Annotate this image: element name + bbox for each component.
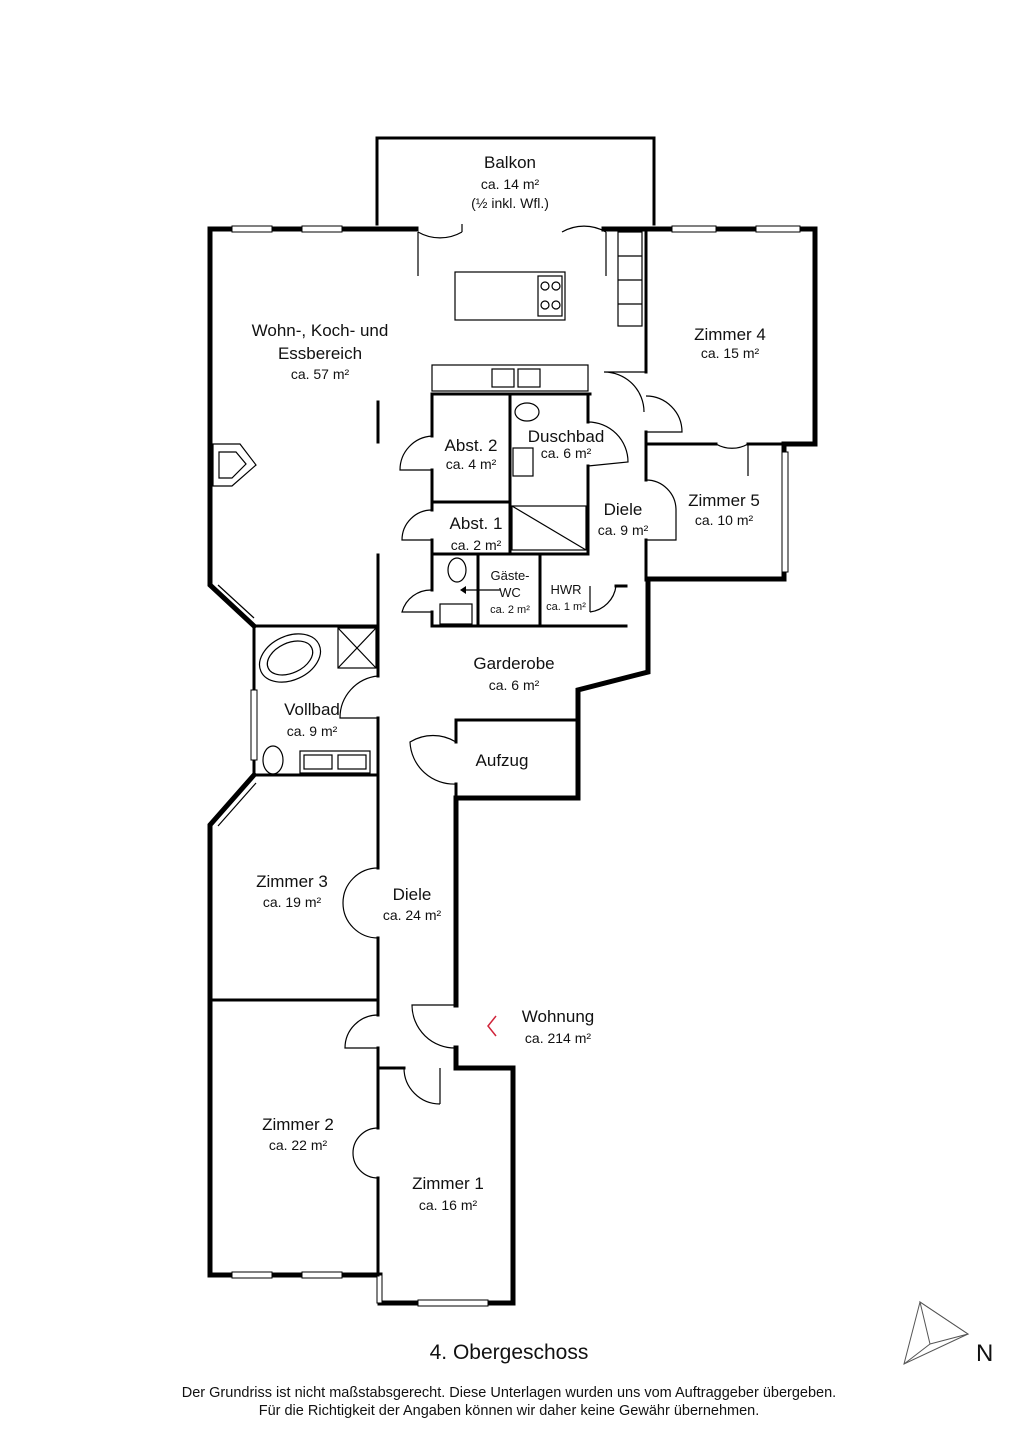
label-balkon-area: ca. 14 m² — [481, 176, 540, 192]
label-hwr-area: ca. 1 m² — [546, 601, 586, 613]
label-zimmer2-area: ca. 22 m² — [269, 1137, 328, 1153]
label-zimmer1-name: Zimmer 1 — [412, 1174, 484, 1193]
label-zimmer3-area: ca. 19 m² — [263, 894, 322, 910]
disclaimer: Der Grundriss ist nicht maßstabsgerecht.… — [0, 1384, 1018, 1420]
label-abst1-area: ca. 2 m² — [451, 537, 502, 553]
label-wohn-name1: Wohn-, Koch- und — [252, 321, 389, 340]
north-label: N — [976, 1340, 994, 1367]
label-hwr-name: HWR — [550, 582, 581, 597]
disclaimer-line-2: Für die Richtigkeit der Angaben können w… — [258, 1403, 760, 1419]
label-zimmer4-name: Zimmer 4 — [694, 325, 766, 344]
label-abst1-name: Abst. 1 — [450, 514, 503, 533]
fixtures — [212, 231, 643, 775]
label-wohnung-area: ca. 214 m² — [525, 1030, 591, 1046]
label-duschbad-name: Duschbad — [528, 427, 605, 446]
balcony — [375, 136, 656, 276]
label-vollbad-area: ca. 9 m² — [287, 723, 338, 739]
label-garderobe-name: Garderobe — [473, 654, 554, 673]
label-duschbad-area: ca. 6 m² — [541, 445, 592, 461]
label-zimmer5-name: Zimmer 5 — [688, 491, 760, 510]
label-zimmer1-area: ca. 16 m² — [419, 1197, 478, 1213]
label-gaeste-wc-name1: Gäste- — [490, 568, 529, 583]
label-balkon-name: Balkon — [484, 153, 536, 172]
doors — [339, 371, 749, 1179]
label-garderobe-area: ca. 6 m² — [489, 677, 540, 693]
label-zimmer3-name: Zimmer 3 — [256, 872, 328, 891]
room-labels: Balkon ca. 14 m² (½ inkl. Wfl.) Wohn-, K… — [252, 153, 766, 1213]
label-diele-small-area: ca. 9 m² — [598, 522, 649, 538]
floor-title: 4. Obergeschoss — [429, 1341, 589, 1364]
entrance-arrow-icon — [487, 1015, 497, 1037]
label-aufzug-name: Aufzug — [476, 751, 529, 770]
label-wohn-name2: Essbereich — [278, 344, 362, 363]
label-zimmer4-area: ca. 15 m² — [701, 345, 760, 361]
label-zimmer2-name: Zimmer 2 — [262, 1115, 334, 1134]
label-diele-large-name: Diele — [393, 885, 432, 904]
disclaimer-line-1: Der Grundriss ist nicht maßstabsgerecht.… — [181, 1385, 837, 1401]
label-wohnung-name: Wohnung — [522, 1007, 594, 1026]
label-zimmer5-area: ca. 10 m² — [695, 512, 754, 528]
label-wohn-area: ca. 57 m² — [291, 366, 350, 382]
windows — [211, 225, 801, 1307]
north-arrow-icon — [903, 1300, 970, 1365]
interior-walls — [208, 227, 786, 1277]
label-abst2-area: ca. 4 m² — [446, 456, 497, 472]
label-balkon-note: (½ inkl. Wfl.) — [471, 195, 549, 211]
label-vollbad-name: Vollbad — [284, 700, 340, 719]
label-gaeste-wc-area: ca. 2 m² — [490, 604, 530, 616]
label-diele-small-name: Diele — [604, 500, 643, 519]
label-gaeste-wc-name2: WC — [499, 585, 521, 600]
label-diele-large-area: ca. 24 m² — [383, 907, 442, 923]
label-abst2-name: Abst. 2 — [445, 436, 498, 455]
